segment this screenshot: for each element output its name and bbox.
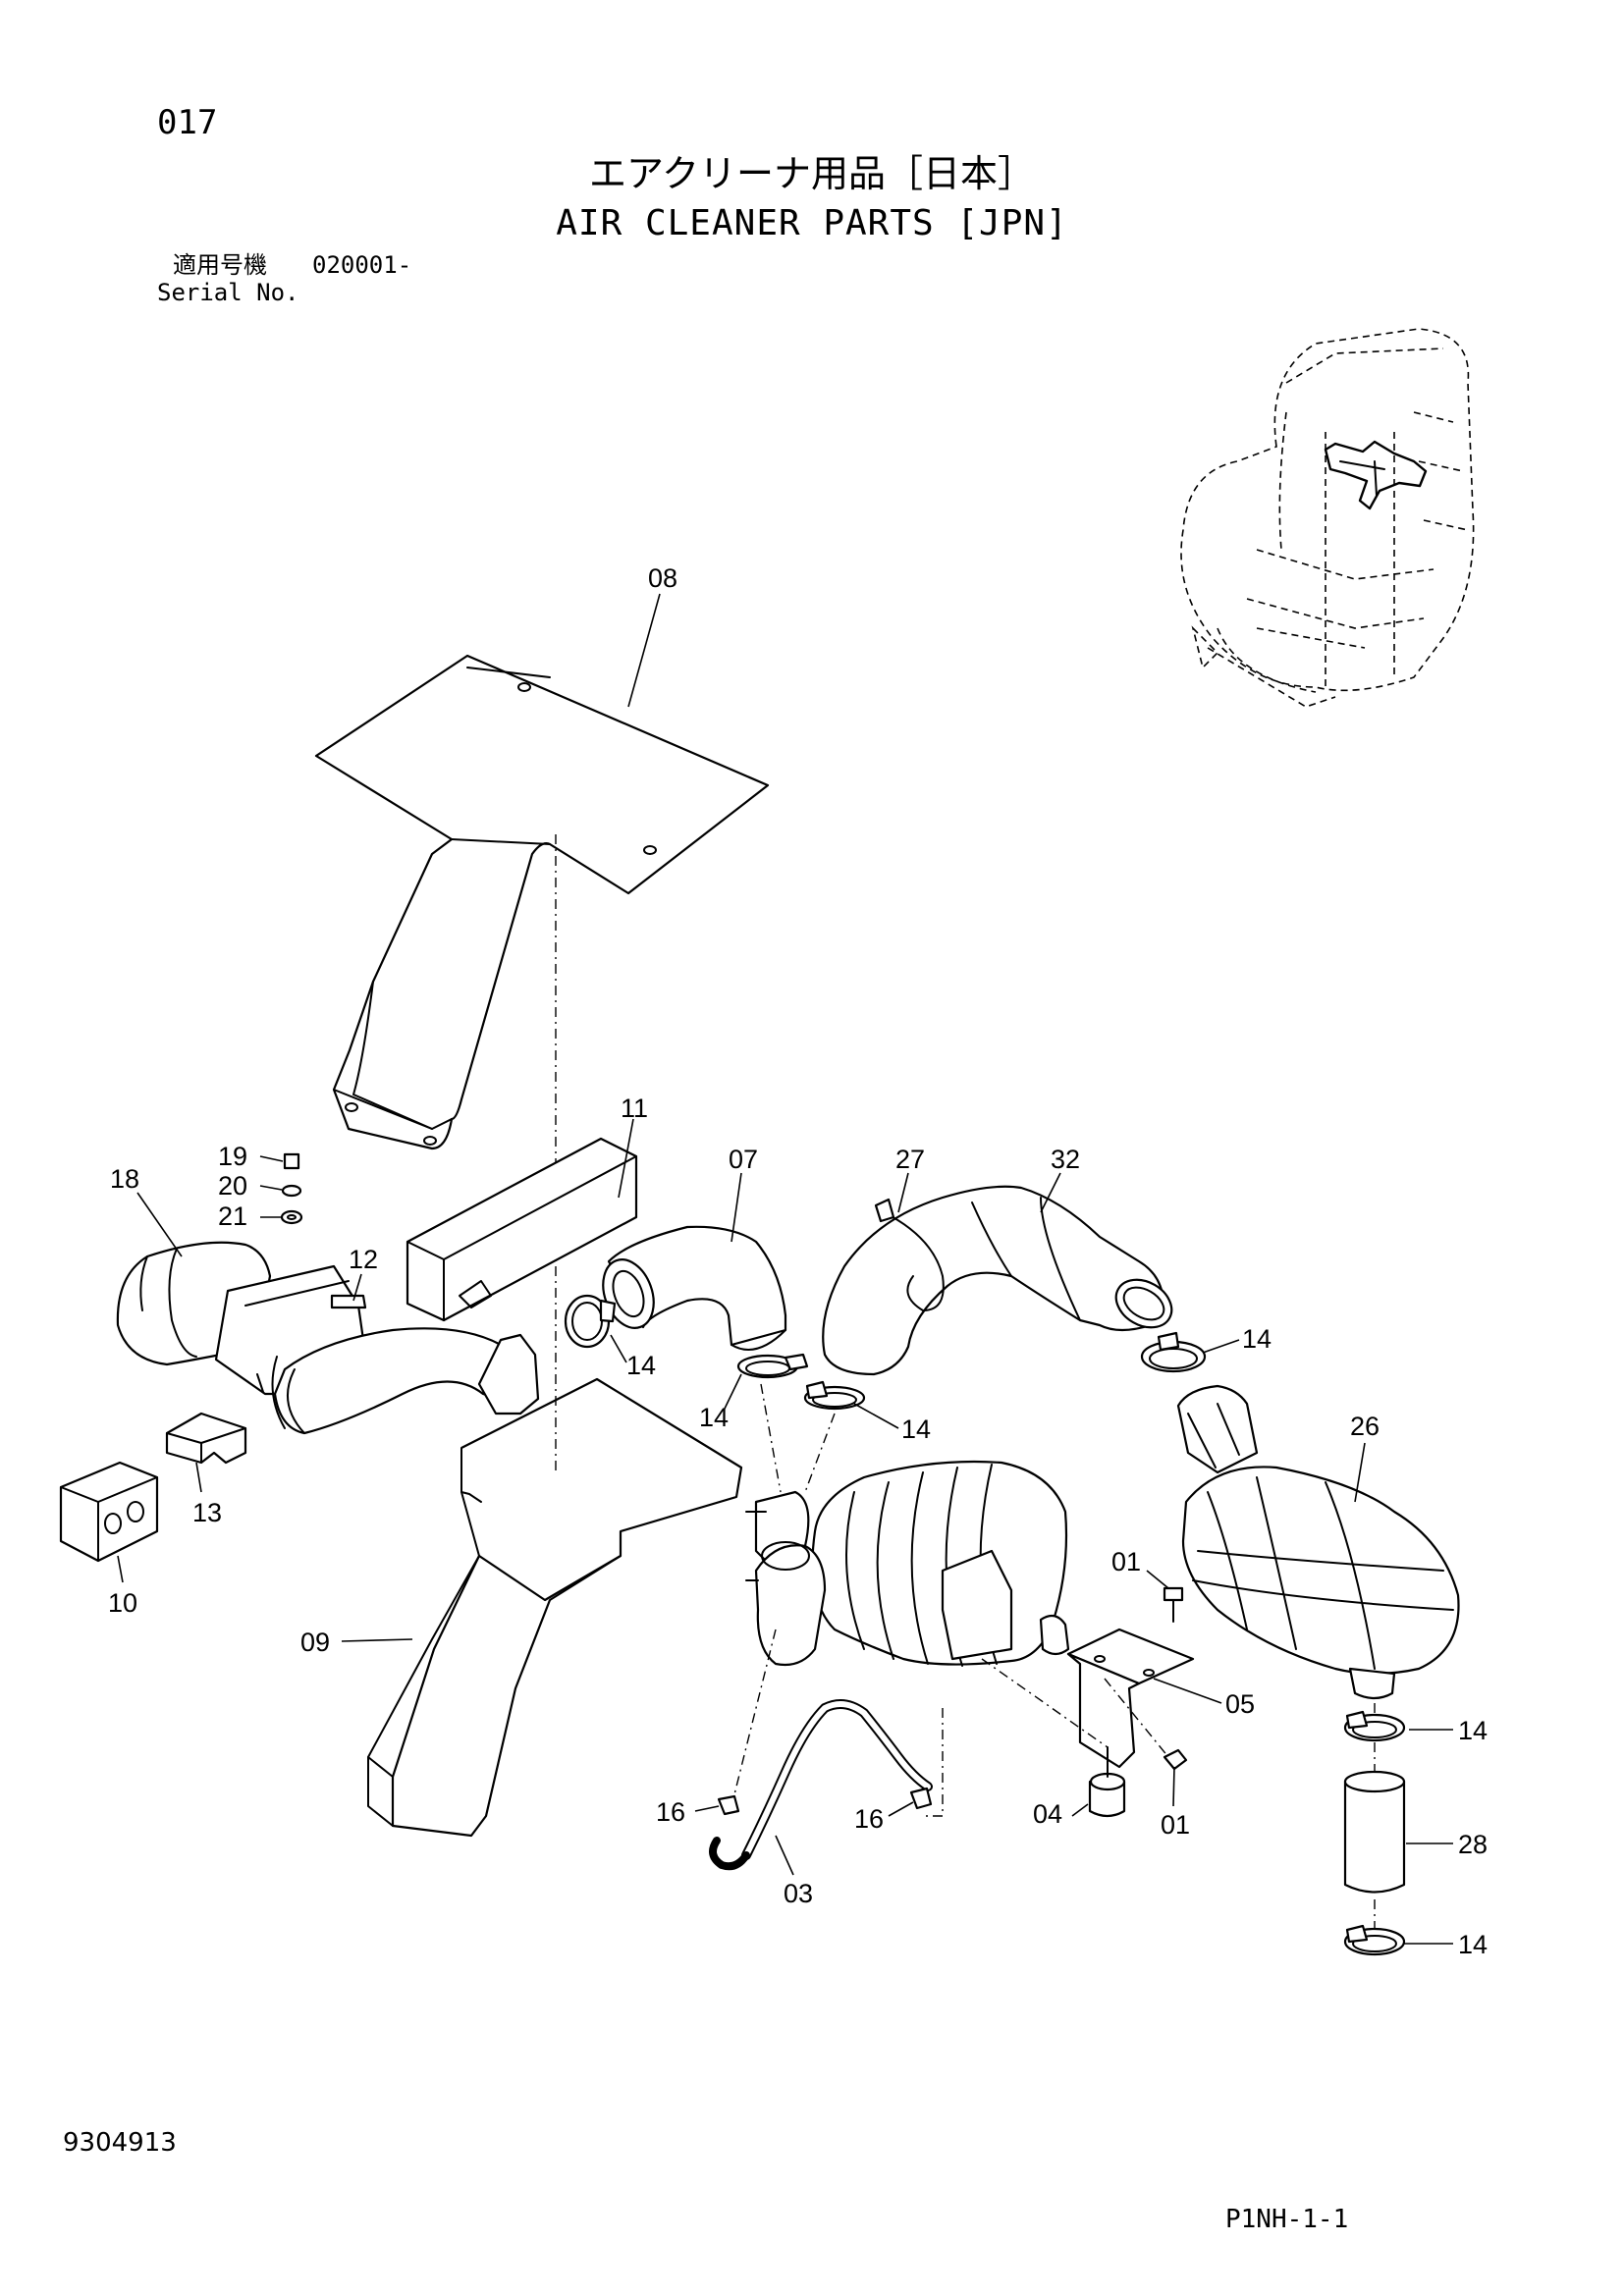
callout-28: 28 <box>1458 1830 1488 1859</box>
page-number: 017 <box>157 103 218 142</box>
callout-14c: 14 <box>901 1415 931 1444</box>
page-title-english: AIR CLEANER PARTS [JPN] <box>556 203 1068 243</box>
callout-11: 11 <box>621 1094 648 1123</box>
callout-13: 13 <box>192 1498 222 1527</box>
part-05-mount-bracket <box>1066 1628 1195 1769</box>
callout-21: 21 <box>218 1201 247 1231</box>
callout-01b: 01 <box>1161 1810 1190 1840</box>
part-13-clip <box>165 1412 247 1465</box>
part-28-hose-sleeve <box>1343 1770 1406 1894</box>
part-18-12-intake-duct <box>116 1241 540 1435</box>
callout-14b: 14 <box>699 1403 729 1432</box>
document-number: 9304913 <box>63 2128 177 2158</box>
part-09-lower-bracket <box>367 1377 743 1838</box>
part-27-band <box>874 1198 945 1311</box>
serial-label-japanese: 適用号機 <box>173 251 267 279</box>
page-code: P1NH-1-1 <box>1225 2205 1349 2234</box>
part-26-precleaner <box>1176 1384 1460 1700</box>
callout-08: 08 <box>648 563 677 593</box>
callout-16a: 16 <box>656 1797 685 1827</box>
callout-14d: 14 <box>1242 1324 1272 1354</box>
page-title-japanese: エアクリーナ用品［日本］ <box>588 152 1036 195</box>
part-01-bolts <box>1163 1586 1188 1771</box>
part-04-rubber-mount <box>1088 1746 1126 1818</box>
machine-locator-thumbnail <box>1180 328 1475 708</box>
callout-14e: 14 <box>1458 1716 1488 1745</box>
callout-12: 12 <box>349 1245 378 1274</box>
callout-19: 19 <box>218 1142 247 1171</box>
part-32-air-hose <box>822 1185 1173 1376</box>
callout-27: 27 <box>895 1145 925 1174</box>
serial-number-range: 020001- <box>312 251 412 279</box>
part-08-bracket-plate <box>314 654 770 1150</box>
callout-03: 03 <box>784 1879 813 1908</box>
callout-05: 05 <box>1225 1689 1255 1719</box>
callout-04: 04 <box>1033 1799 1062 1829</box>
part-07-elbow-hose <box>602 1225 787 1351</box>
part-03-drain-tube <box>709 1699 933 1871</box>
callout-14a: 14 <box>626 1351 656 1380</box>
part-19-21-fasteners <box>280 1152 303 1225</box>
air-cleaner-assembly <box>745 1460 1070 1667</box>
serial-label-english: Serial No. <box>157 279 299 306</box>
callout-20: 20 <box>218 1171 247 1201</box>
part-16-clips <box>717 1787 933 1816</box>
part-14-hose-clamps <box>564 1294 1406 1956</box>
callout-16b: 16 <box>854 1804 884 1834</box>
callout-26: 26 <box>1350 1412 1380 1441</box>
callout-32: 32 <box>1051 1145 1080 1174</box>
callout-07: 07 <box>729 1145 758 1174</box>
callout-18: 18 <box>110 1164 139 1194</box>
callout-14f: 14 <box>1458 1930 1488 1959</box>
part-11-spacer-block <box>406 1137 638 1322</box>
part-10-block <box>59 1461 159 1563</box>
callout-01a: 01 <box>1111 1547 1141 1576</box>
callout-09: 09 <box>300 1628 330 1657</box>
callout-10: 10 <box>108 1588 137 1618</box>
